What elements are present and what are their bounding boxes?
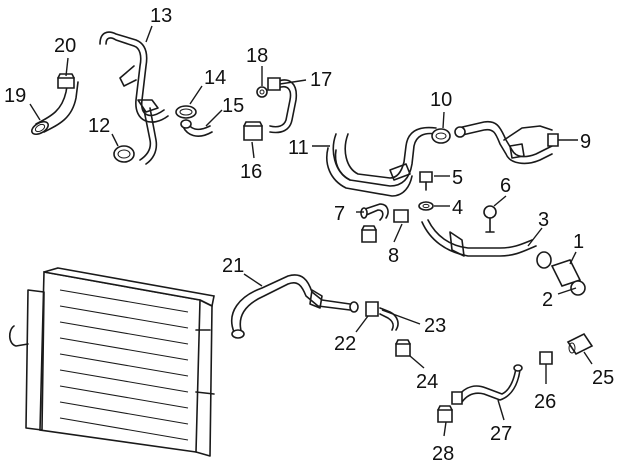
part-19-hose [31, 79, 79, 136]
callout-16: 16 [240, 161, 262, 183]
callout-10: 10 [430, 89, 452, 111]
part-3-pipe [421, 219, 537, 257]
callout-28: 28 [432, 443, 454, 465]
part-1-hose [550, 259, 582, 287]
part-13-hose [99, 31, 169, 165]
callout-22: 22 [334, 333, 356, 355]
callout-4: 4 [452, 197, 463, 219]
callout-numbers: 1 2 3 4 5 6 7 8 9 10 11 12 13 14 15 16 1… [4, 5, 614, 465]
part-12-clamp [113, 145, 135, 163]
callout-21: 21 [222, 255, 244, 277]
callout-18: 18 [246, 45, 268, 67]
callout-5: 5 [452, 167, 463, 189]
callout-8: 8 [388, 245, 399, 267]
part-6-bolt [483, 205, 497, 233]
part-7-hose [360, 203, 389, 221]
part-26-clamp [539, 351, 553, 365]
part-25-hose [566, 332, 594, 356]
part-21-pipe [230, 274, 359, 339]
callout-1: 1 [573, 231, 584, 253]
callout-7: 7 [334, 203, 345, 225]
callout-27: 27 [490, 423, 512, 445]
callout-25: 25 [592, 367, 614, 389]
part-20-clamp [57, 73, 75, 89]
callout-20: 20 [54, 35, 76, 57]
part-27-pipe [451, 364, 523, 405]
callout-19: 19 [4, 85, 26, 107]
callout-11: 11 [288, 137, 309, 159]
callout-24: 24 [416, 371, 438, 393]
part-11-pipe-assembly [326, 126, 437, 197]
part-5-bolt [419, 171, 433, 191]
part-9-pipe-assembly [454, 120, 559, 165]
part-15-hose [180, 119, 213, 137]
part-8-clamps [361, 209, 409, 243]
part-28-clamp [437, 405, 453, 423]
part-23-hose [379, 307, 399, 331]
part-17-hose [267, 77, 298, 134]
part-14-clamp [175, 105, 197, 119]
callout-9: 9 [580, 131, 591, 153]
part-24-clamp [395, 339, 411, 357]
callout-14: 14 [204, 67, 226, 89]
callout-26: 26 [534, 391, 556, 413]
part-18-washer [256, 86, 268, 98]
part-22-clamp [365, 301, 379, 317]
part-10-clamp [431, 128, 451, 144]
callout-6: 6 [500, 175, 511, 197]
callout-17: 17 [310, 69, 332, 91]
radiator-assembly [8, 267, 215, 457]
callout-3: 3 [538, 209, 549, 231]
callout-12: 12 [88, 115, 110, 137]
part-4-washer [418, 201, 434, 211]
part-16-clamp [243, 121, 263, 141]
callout-2: 2 [542, 289, 553, 311]
callout-23: 23 [424, 315, 446, 337]
part-2-clamps [536, 251, 586, 296]
callout-13: 13 [150, 5, 172, 27]
leader-lines [29, 25, 593, 437]
callout-15: 15 [222, 95, 244, 117]
